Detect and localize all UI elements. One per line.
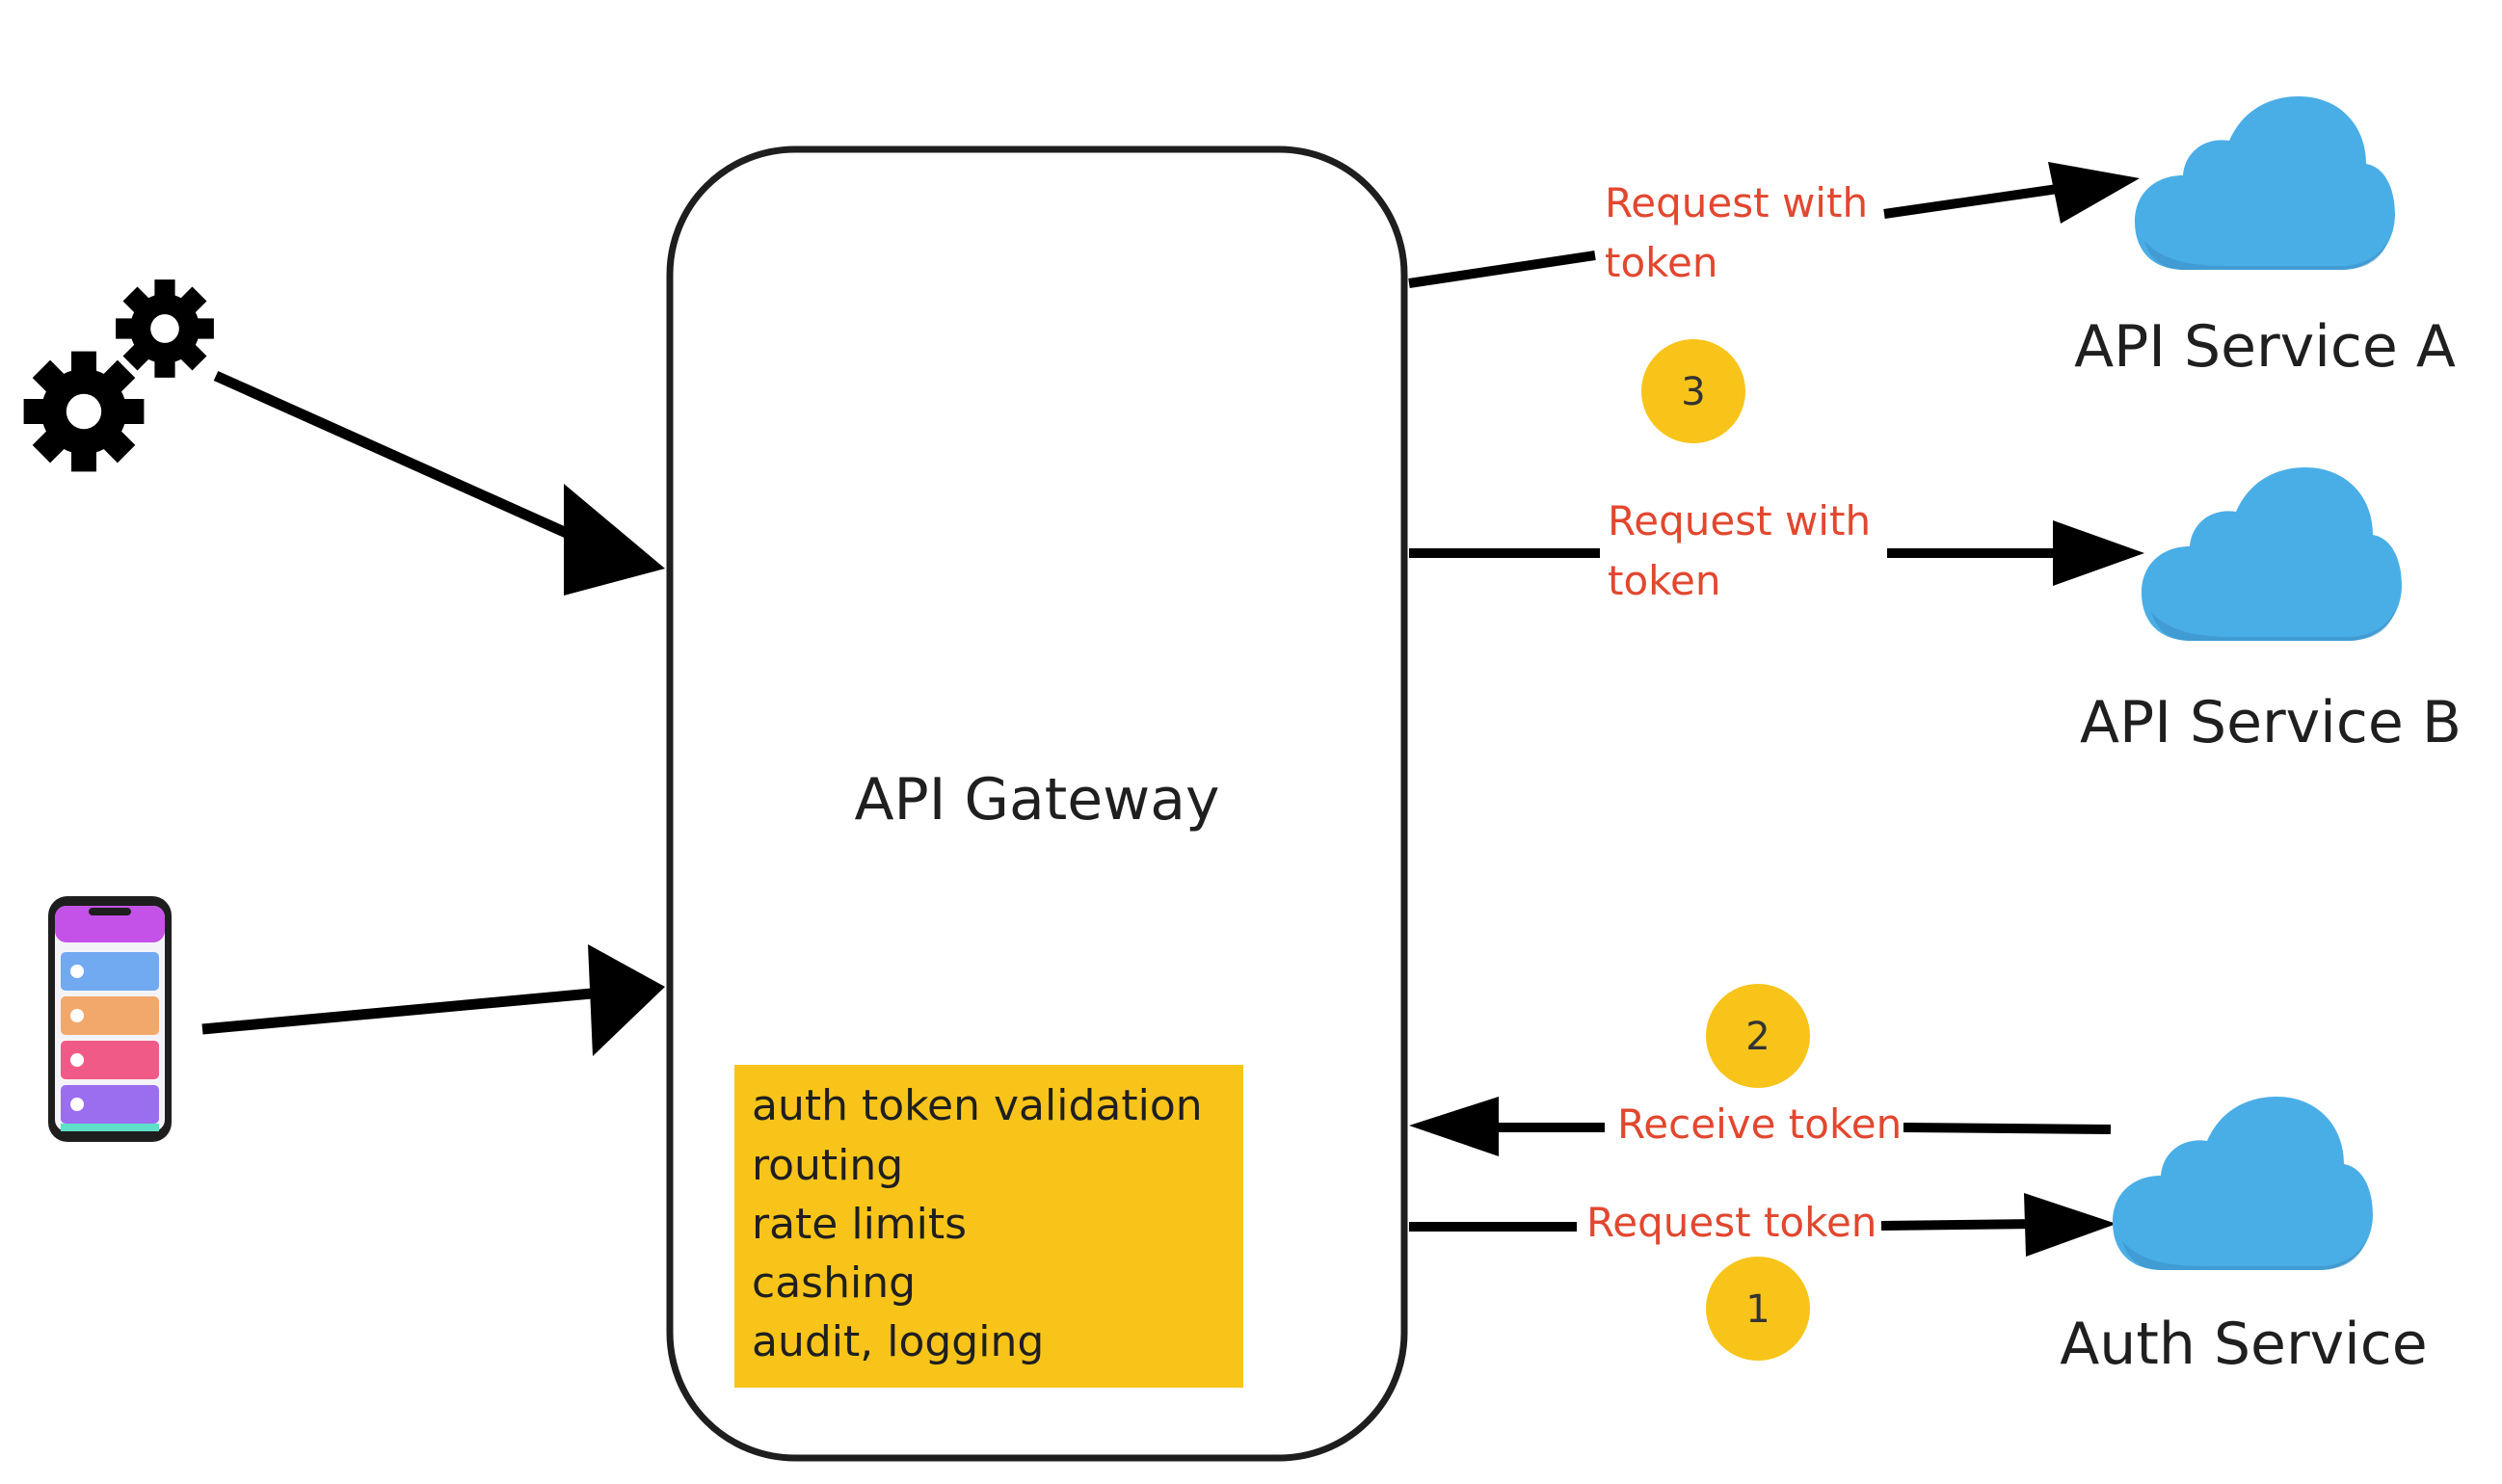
edge-label-service-b-line2: token [1608,557,1720,604]
service-b-label: API Service B [2080,689,2462,756]
feature-item: routing [752,1141,903,1190]
arrow-automation-to-gateway [213,370,665,596]
arrow-gateway-to-service-b [1409,520,2144,586]
api-gateway-title: API Gateway [854,766,1219,834]
cloud-icon-auth-service [2113,1097,2373,1270]
step-1-badge: 1 [1706,1257,1810,1361]
edge-label-service-a: Request with [1605,179,1868,226]
service-a-label: API Service A [2074,313,2456,381]
arrow-gateway-to-service-a [1408,162,2140,288]
auth-service-label: Auth Service [2060,1311,2427,1378]
feature-item: cashing [752,1259,916,1308]
feature-item: auth token validation [752,1081,1203,1130]
feature-item: rate limits [752,1200,967,1249]
mobile-phone-icon [48,896,172,1142]
gears-icon [23,279,214,472]
step-3-badge: 3 [1641,339,1745,443]
edge-label-service-b: Request with [1608,497,1871,544]
arrow-auth-to-gateway [1409,1097,2112,1156]
feature-item: audit, logging [752,1317,1044,1366]
svg-text:2: 2 [1745,1015,1770,1059]
step-2-badge: 2 [1706,984,1810,1088]
edge-label-request-token: Request token [1586,1199,1876,1246]
edge-label-receive-token: Receive token [1617,1100,1902,1148]
arrow-gateway-to-auth [1409,1193,2116,1257]
edge-label-service-a-line2: token [1605,239,1717,286]
svg-text:3: 3 [1681,370,1705,414]
svg-text:1: 1 [1745,1287,1770,1332]
gateway-features-box [734,1065,1243,1388]
cloud-icon-service-a [2135,96,2395,270]
arrow-mobile-to-gateway [201,944,665,1056]
cloud-icon-service-b [2142,467,2402,641]
